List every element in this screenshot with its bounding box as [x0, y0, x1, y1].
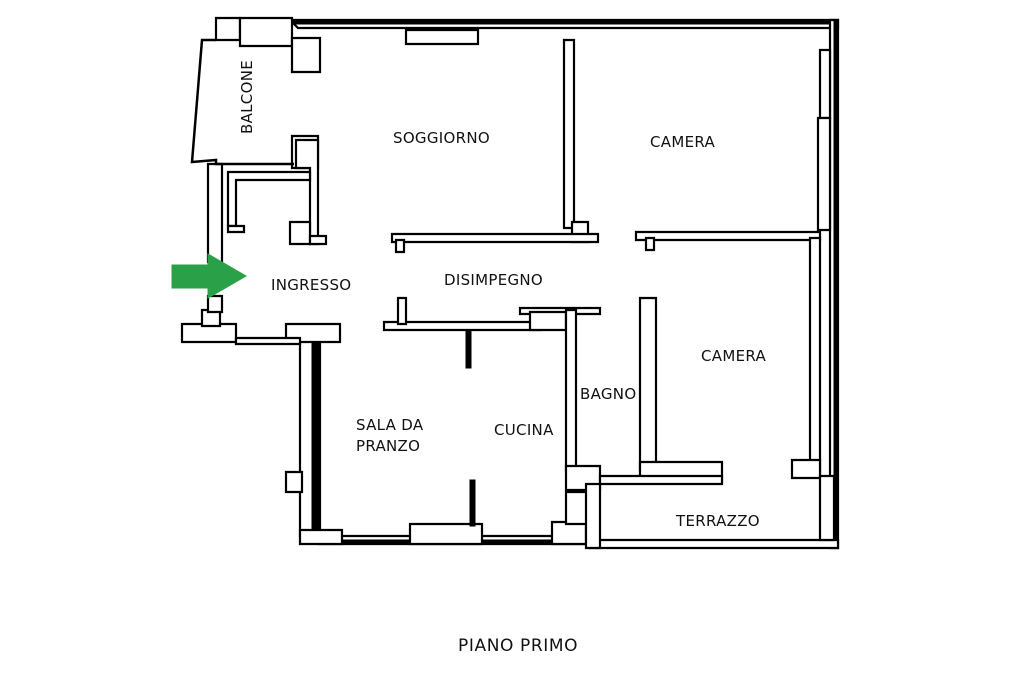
room-label-disimpegno: DISIMPEGNO [444, 271, 543, 289]
room-label-sala-da: SALA DA [356, 416, 424, 434]
room-label-pranzo: PRANZO [356, 437, 420, 455]
room-label-camera-2: CAMERA [701, 347, 766, 365]
plan-caption: PIANO PRIMO [458, 636, 578, 656]
room-label-ingresso: INGRESSO [271, 276, 351, 294]
interior-walls [226, 38, 836, 550]
room-label-terrazzo: TERRAZZO [675, 512, 760, 530]
room-label-balcone: BALCONE [238, 60, 256, 134]
room-label-bagno: BAGNO [580, 385, 636, 403]
room-label-camera-1: CAMERA [650, 133, 715, 151]
outer-walls [180, 16, 840, 550]
balcony-outline [190, 38, 294, 166]
entrance-arrow-icon [171, 253, 247, 299]
room-label-cucina: CUCINA [494, 421, 554, 439]
room-label-soggiorno: SOGGIORNO [393, 129, 490, 147]
